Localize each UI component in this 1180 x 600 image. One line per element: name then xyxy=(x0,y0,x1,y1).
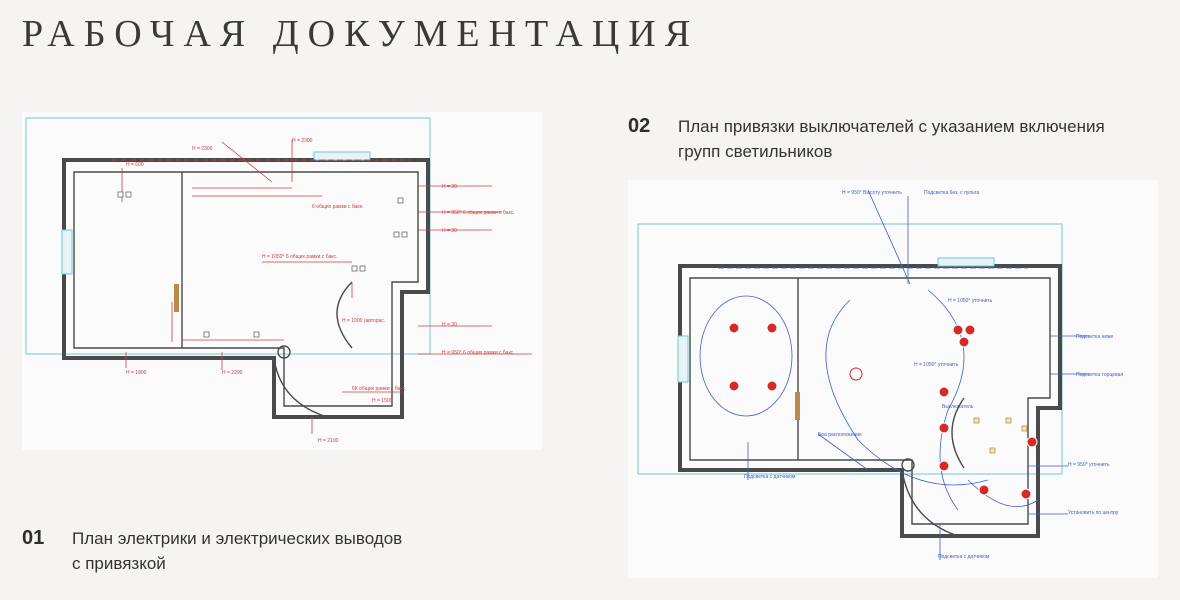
svg-text:H = 600: H = 600 xyxy=(126,162,144,168)
caption-line: с привязкой xyxy=(72,554,166,573)
plan-number: 02 xyxy=(628,115,651,137)
plan-caption-01: 01 План электрики и электрических выводо… xyxy=(22,526,402,576)
caption-line: План электрики и электрических выводов xyxy=(72,529,403,548)
svg-text:H = 30: H = 30 xyxy=(442,228,457,234)
svg-text:Подсветка 6ез. с пульта: Подсветка 6ез. с пульта xyxy=(924,190,980,196)
caption-line: групп светильников xyxy=(678,142,833,161)
svg-text:H = 950° 6 общих рамки с бакс.: H = 950° 6 общих рамки с бакс. xyxy=(442,350,515,356)
electrical-plan-drawing: H = 600 H = 2300 H = 2300 6 общих рамки … xyxy=(22,112,542,450)
svg-text:6 общих рамки с баке.: 6 общих рамки с баке. xyxy=(312,204,364,210)
plan-number: 01 xyxy=(22,527,45,549)
page-title: РАБОЧАЯ ДОКУМЕНТАЦИЯ xyxy=(22,13,700,55)
svg-text:H = 2300: H = 2300 xyxy=(192,146,213,152)
svg-text:H = 30: H = 30 xyxy=(442,322,457,328)
svg-text:Бра расположение: Бра расположение xyxy=(818,432,862,438)
plan-caption-text: План электрики и электрических выводов с… xyxy=(72,526,402,576)
svg-text:H = 1000 (авторас.: H = 1000 (авторас. xyxy=(342,318,385,324)
svg-text:Подсветка ниже: Подсветка ниже xyxy=(1076,334,1114,340)
svg-text:Подсветка с датчиком: Подсветка с датчиком xyxy=(744,474,796,480)
plan-caption-02: 02 План привязки выключателей с указание… xyxy=(628,114,1105,164)
floor-plan-svg-1: H = 600 H = 2300 H = 2300 6 общих рамки … xyxy=(25,117,532,444)
svg-text:H = 1050° 6 общих рамки с бакс: H = 1050° 6 общих рамки с бакс. xyxy=(262,254,337,260)
caption-line: План привязки выключателей с указанием в… xyxy=(678,117,1105,136)
svg-text:Подсветка с датчиком: Подсветка с датчиком xyxy=(938,554,990,560)
svg-text:H = 2300: H = 2300 xyxy=(292,138,313,144)
svg-text:H = 950° уточнить: H = 950° уточнить xyxy=(1068,462,1110,468)
svg-text:H = 1800: H = 1800 xyxy=(126,370,147,376)
svg-text:H = 950° 6 общих рамки с бакс.: H = 950° 6 общих рамки с бакс. xyxy=(442,210,515,216)
svg-text:H = 2200: H = 2200 xyxy=(222,370,243,376)
svg-text:Выключатель: Выключатель xyxy=(942,404,974,410)
svg-text:H = 30: H = 30 xyxy=(442,184,457,190)
floor-plan-svg-2: H = 950° Высоту уточнить Подсветка 6ез. … xyxy=(637,189,1123,560)
svg-text:H = 2100: H = 2100 xyxy=(318,438,339,444)
svg-text:H = 1050° уточнить: H = 1050° уточнить xyxy=(948,298,993,304)
svg-text:H = 1500: H = 1500 xyxy=(372,398,393,404)
svg-text:H = 1050° уточнить: H = 1050° уточнить xyxy=(914,362,959,368)
plan-caption-text: План привязки выключателей с указанием в… xyxy=(678,114,1105,164)
switches-plan-drawing: H = 950° Высоту уточнить Подсветка 6ез. … xyxy=(628,180,1158,578)
svg-text:H = 950° Высоту уточнить: H = 950° Высоту уточнить xyxy=(842,190,902,196)
svg-text:Установить по центру: Установить по центру xyxy=(1068,510,1119,516)
svg-text:Подсветка торцевая: Подсветка торцевая xyxy=(1076,372,1123,378)
svg-text:6К общих рамки с бакс.: 6К общих рамки с бакс. xyxy=(352,386,406,392)
